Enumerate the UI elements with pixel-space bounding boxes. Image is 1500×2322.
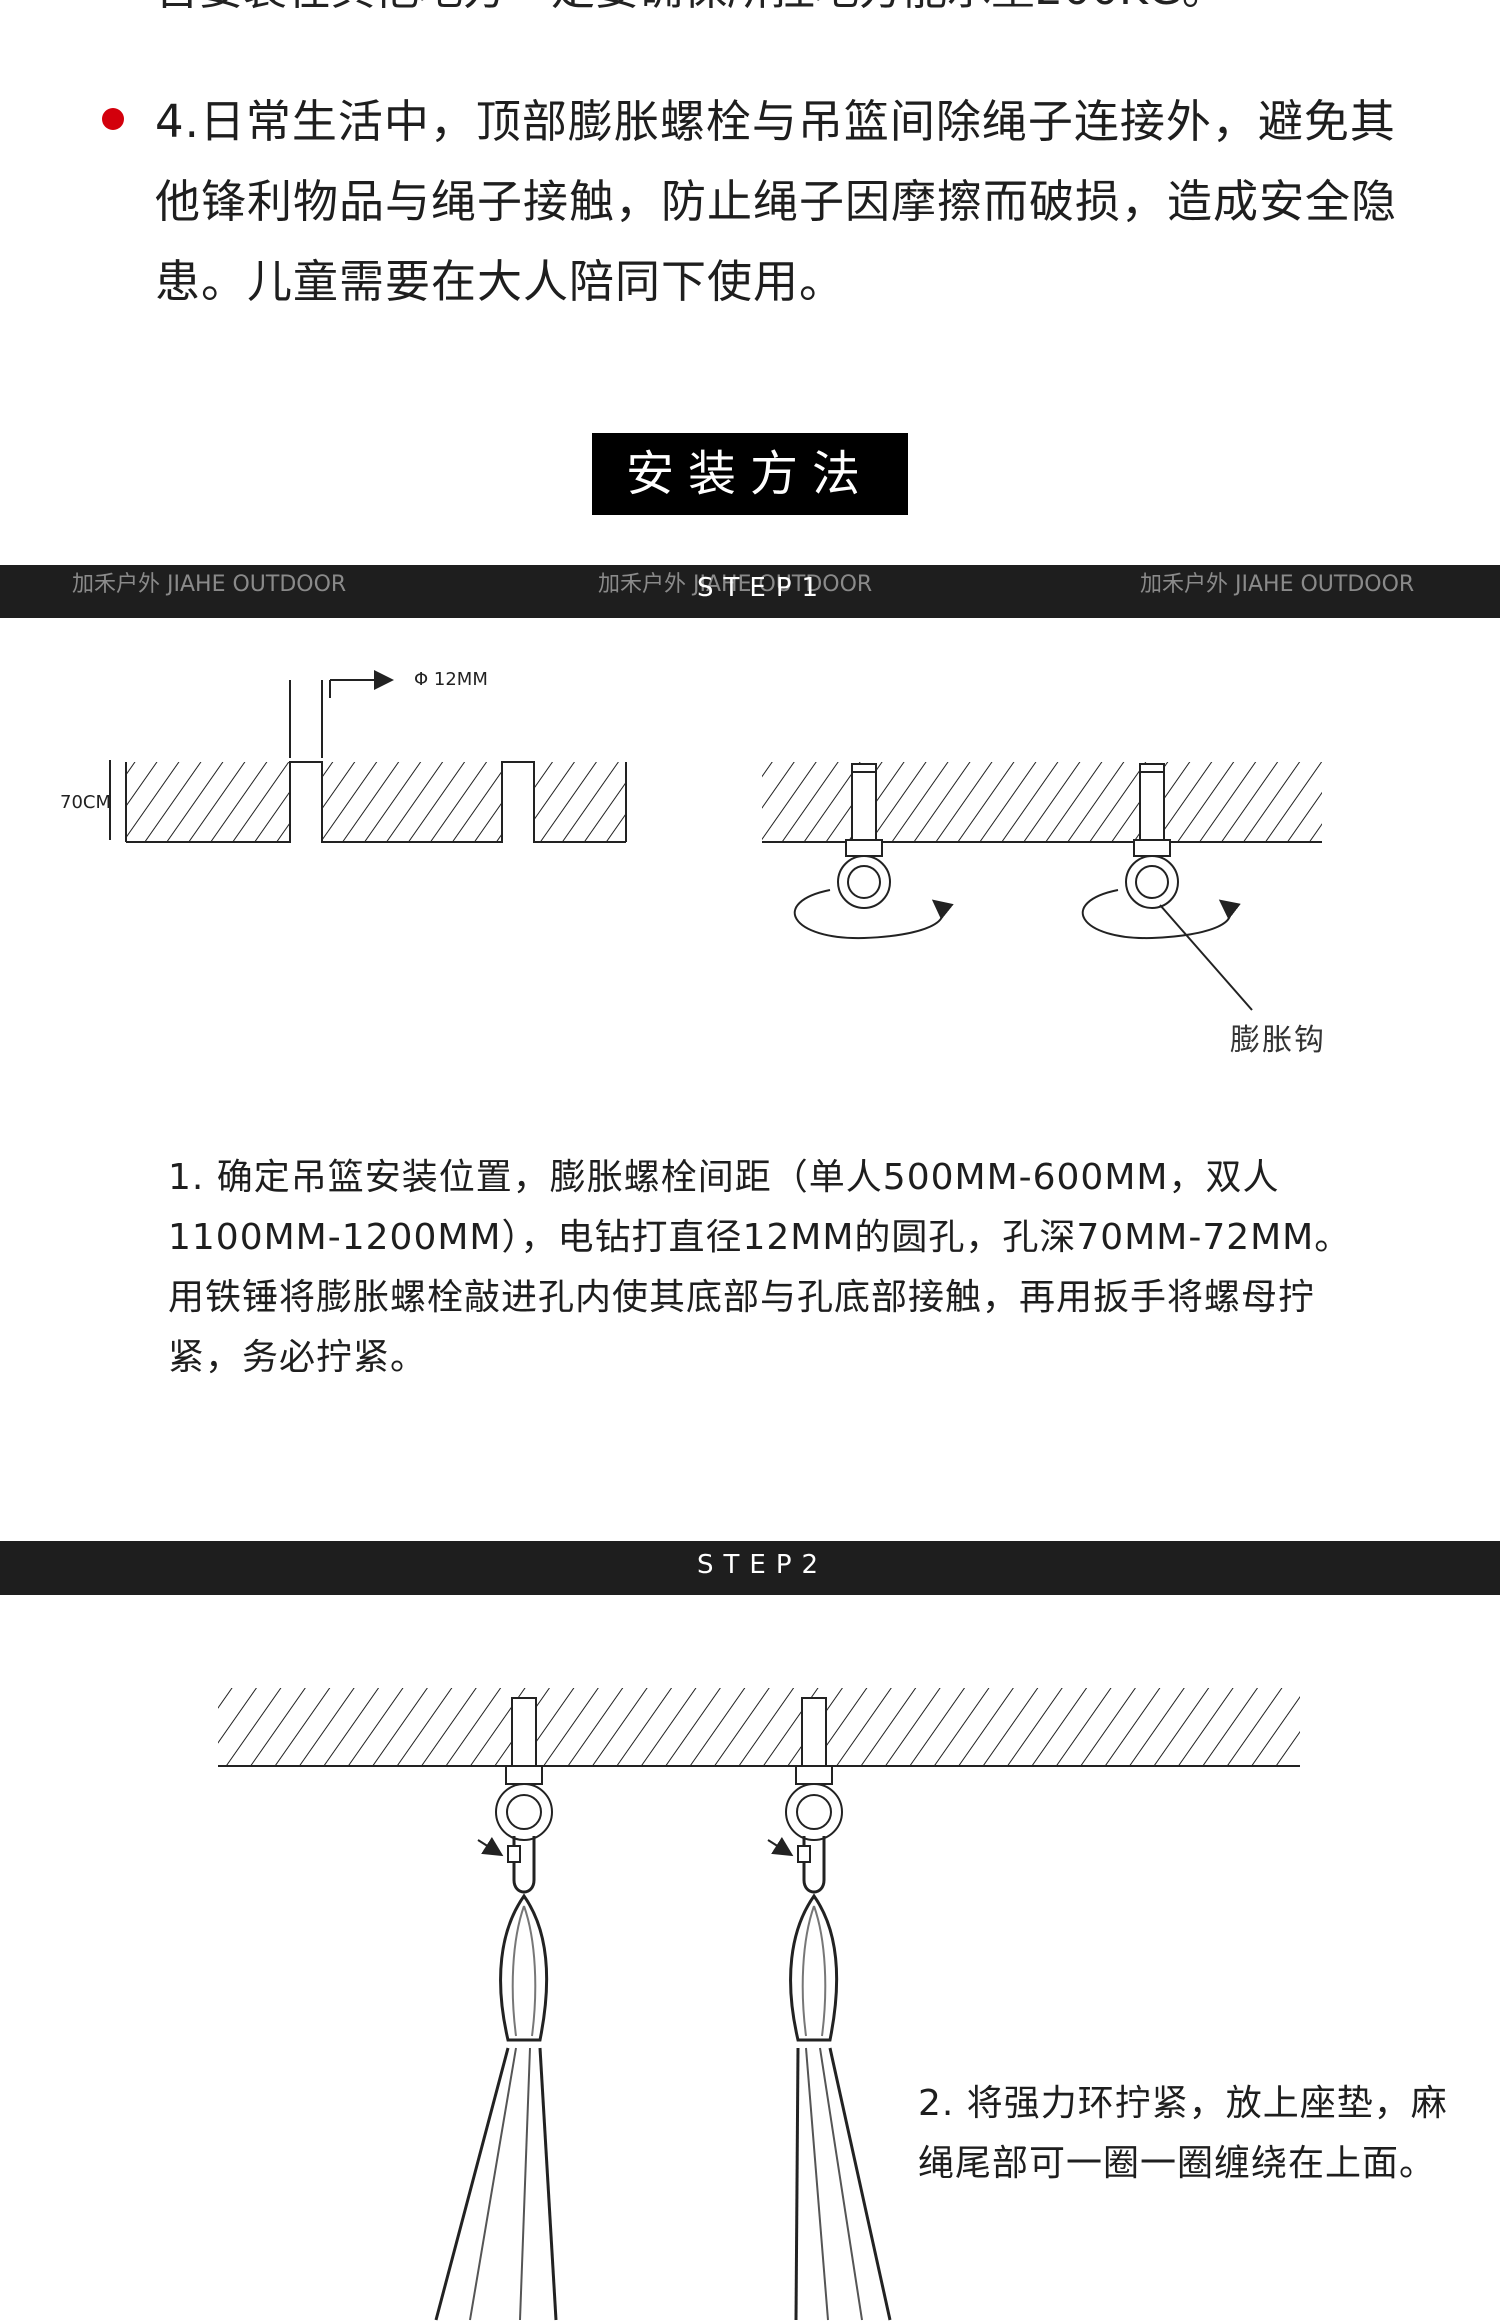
watermark-left: 加禾户外 JIAHE OUTDOOR [72,572,347,597]
previous-paragraph-tail: 否要装在其他地方一定要确保所挂地方能承重200KG。 [155,0,1226,12]
safety-note-4: 4.日常生活中，顶部膨胀螺栓与吊篮间除绳子连接外，避免其他锋利物品与绳子接触，防… [155,95,1398,308]
left-ceiling-section [109,670,627,843]
step2-hanging-diagram [218,1688,1300,2321]
bullet-dot [102,108,124,130]
watermark-center: 加禾户外 JIAHE OUTDOOR [598,572,873,597]
diameter-label: Φ 12MM [414,669,488,690]
step2-instructions: 2. 将强力环拧紧，放上座垫，麻绳尾部可一圈一圈缠绕在上面。 [918,2083,1448,2184]
step2-label: STEP2 [697,1550,829,1580]
depth-label: 70CM [60,792,112,813]
section-title-install-method: 安装方法 [592,433,908,515]
step2-band [0,1541,1500,1595]
step1-label: STEP1 [697,573,829,603]
expansion-hook-label: 膨胀钩 [1230,1023,1326,1058]
right-ceiling-section [762,762,1322,1011]
step1-instructions: 1. 确定吊篮安装位置，膨胀螺栓间距（单人500MM-600MM，双人1100M… [168,1157,1352,1378]
step1-band [0,565,1500,618]
step1-drilling-diagram [109,670,1322,1011]
watermark-right: 加禾户外 JIAHE OUTDOOR [1140,572,1415,597]
ceiling-with-hanging-ropes [218,1688,1300,2321]
